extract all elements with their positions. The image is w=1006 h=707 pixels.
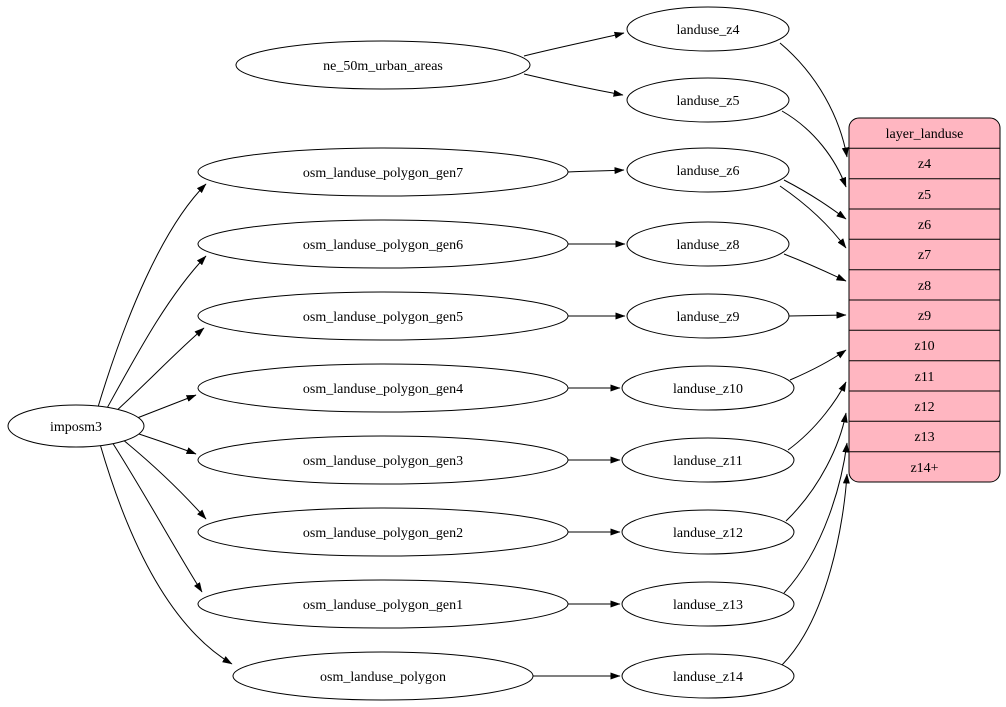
layer_landuse-title: layer_landuse: [886, 127, 964, 142]
osm_landuse_polygon_gen7-ellipse: [197, 147, 569, 197]
node-landuse_z10: landuse_z10: [621, 365, 795, 411]
edge-imposm3-osm_landuse_polygon_gen6: [105, 255, 207, 411]
record-row-z14plus: z14+: [910, 461, 938, 476]
landuse_z9-label: landuse_z9: [677, 310, 740, 325]
node-layer_landuse: layer_landuse z4 z5 z6 z7 z8 z9 z10 z11 …: [848, 117, 1001, 483]
node-landuse_z4: landuse_z4: [626, 6, 790, 52]
landuse_z5-ellipse: [626, 77, 790, 123]
landuse_z13-ellipse: [621, 581, 795, 627]
landuse_z6-ellipse: [626, 147, 790, 193]
edge-ne_50m_urban_areas-landuse_z4: [523, 31, 625, 57]
landuse_z12-ellipse: [621, 509, 795, 555]
osm_landuse_polygon-ellipse: [232, 651, 534, 701]
osm_landuse_polygon_gen3-ellipse: [197, 435, 569, 485]
landuse_z10-ellipse: [621, 365, 795, 411]
ne_50m_urban_areas-label: ne_50m_urban_areas: [323, 59, 443, 74]
osm_landuse_polygon_gen1-label: osm_landuse_polygon_gen1: [303, 598, 463, 613]
edge-landuse_z9-record-z9: [788, 311, 847, 319]
landuse_z14-ellipse: [621, 653, 795, 699]
node-imposm3: imposm3: [7, 404, 145, 448]
osm_landuse_polygon_gen5-ellipse: [197, 291, 569, 341]
node-osm_landuse_polygon_gen2: osm_landuse_polygon_gen2: [197, 507, 569, 557]
osm_landuse_polygon_gen7-label: osm_landuse_polygon_gen7: [303, 166, 463, 181]
edge-landuse_z4-record-z4: [779, 42, 849, 158]
record-row-z5: z5: [918, 188, 931, 203]
record-row-z10: z10: [914, 339, 934, 354]
ne_50m_urban_areas-ellipse: [235, 40, 531, 90]
node-osm_landuse_polygon_gen3: osm_landuse_polygon_gen3: [197, 435, 569, 485]
edge-landuse_z6-record-z7: [779, 185, 847, 249]
landuse_z4-label: landuse_z4: [677, 23, 740, 38]
node-landuse_z14: landuse_z14: [621, 653, 795, 699]
node-landuse_z13: landuse_z13: [621, 581, 795, 627]
edge-imposm3-osm_landuse_polygon_gen1: [111, 441, 203, 593]
node-landuse_z11: landuse_z11: [621, 437, 795, 483]
record-row-z9: z9: [918, 309, 931, 324]
record-row-z11: z11: [915, 370, 935, 385]
landuse_z5-label: landuse_z5: [677, 94, 740, 109]
osm_landuse_polygon_gen3-label: osm_landuse_polygon_gen3: [303, 454, 463, 469]
edge-imposm3-osm_landuse_polygon_gen3: [132, 431, 197, 455]
node-osm_landuse_polygon: osm_landuse_polygon: [232, 651, 534, 701]
osm_landuse_polygon_gen4-label: osm_landuse_polygon_gen4: [303, 382, 463, 397]
node-osm_landuse_polygon_gen4: osm_landuse_polygon_gen4: [197, 363, 569, 413]
edge-ne_50m_urban_areas-landuse_z5: [523, 73, 624, 97]
node-landuse_z8: landuse_z8: [626, 221, 790, 267]
node-osm_landuse_polygon_gen6: osm_landuse_polygon_gen6: [197, 219, 569, 269]
edge-osm_landuse_polygon_gen7-landuse_z6: [567, 167, 625, 175]
imposm3-ellipse: [7, 404, 145, 448]
node-landuse_z6: landuse_z6: [626, 147, 790, 193]
osm_landuse_polygon_gen1-ellipse: [197, 579, 569, 629]
edge-landuse_z14-record-z14plus: [781, 473, 850, 666]
node-osm_landuse_polygon_gen1: osm_landuse_polygon_gen1: [197, 579, 569, 629]
landuse_z11-label: landuse_z11: [673, 454, 742, 469]
node-ne_50m_urban_areas: ne_50m_urban_areas: [235, 40, 531, 90]
osm_landuse_polygon_gen5-label: osm_landuse_polygon_gen5: [303, 310, 463, 325]
record-row-z4: z4: [918, 157, 931, 172]
edge-landuse_z10-record-z10: [789, 349, 847, 381]
landuse_z4-ellipse: [626, 6, 790, 52]
edge-imposm3-osm_landuse_polygon_gen4: [131, 394, 197, 421]
landuse_z11-ellipse: [621, 437, 795, 483]
landuse_z6-label: landuse_z6: [677, 164, 740, 179]
landuse_z8-ellipse: [626, 221, 790, 267]
osm_landuse_polygon-label: osm_landuse_polygon: [320, 670, 446, 685]
record-row-z8: z8: [918, 279, 931, 294]
landuse_z8-label: landuse_z8: [677, 238, 740, 253]
osm_landuse_polygon_gen6-label: osm_landuse_polygon_gen6: [303, 238, 463, 253]
landuse_z13-label: landuse_z13: [673, 598, 743, 613]
osm_landuse_polygon_gen6-ellipse: [197, 219, 569, 269]
record-row-z7: z7: [918, 248, 931, 263]
node-landuse_z12: landuse_z12: [621, 509, 795, 555]
landuse_z10-label: landuse_z10: [673, 382, 743, 397]
osm_landuse_polygon_gen2-label: osm_landuse_polygon_gen2: [303, 526, 463, 541]
edge-landuse_z12-record-z12: [785, 412, 848, 522]
edge-imposm3-osm_landuse_polygon_gen2: [121, 438, 207, 520]
imposm3-label: imposm3: [50, 420, 102, 435]
record-row-z6: z6: [918, 218, 931, 233]
edge-landuse_z5-record-z5: [781, 110, 847, 188]
edge-landuse_z11-record-z11: [787, 381, 847, 451]
edge-landuse_z13-record-z13: [783, 442, 850, 594]
node-osm_landuse_polygon_gen5: osm_landuse_polygon_gen5: [197, 291, 569, 341]
landuse_z14-label: landuse_z14: [673, 670, 743, 685]
edge-landuse_z6-record-z6: [783, 179, 847, 220]
record-row-z12: z12: [914, 400, 934, 415]
record-row-z13: z13: [914, 430, 934, 445]
node-landuse_z9: landuse_z9: [626, 293, 790, 339]
landuse_z12-label: landuse_z12: [673, 526, 743, 541]
edge-imposm3-osm_landuse_polygon_gen5: [113, 327, 205, 414]
edge-imposm3-osm_landuse_polygon: [99, 443, 233, 665]
node-osm_landuse_polygon_gen7: osm_landuse_polygon_gen7: [197, 147, 569, 197]
osm_landuse_polygon_gen2-ellipse: [197, 507, 569, 557]
edge-imposm3-osm_landuse_polygon_gen7: [97, 183, 207, 408]
node-landuse_z5: landuse_z5: [626, 77, 790, 123]
osm_landuse_polygon_gen4-ellipse: [197, 363, 569, 413]
landuse_z9-ellipse: [626, 293, 790, 339]
edge-landuse_z8-record-z8: [783, 253, 847, 282]
